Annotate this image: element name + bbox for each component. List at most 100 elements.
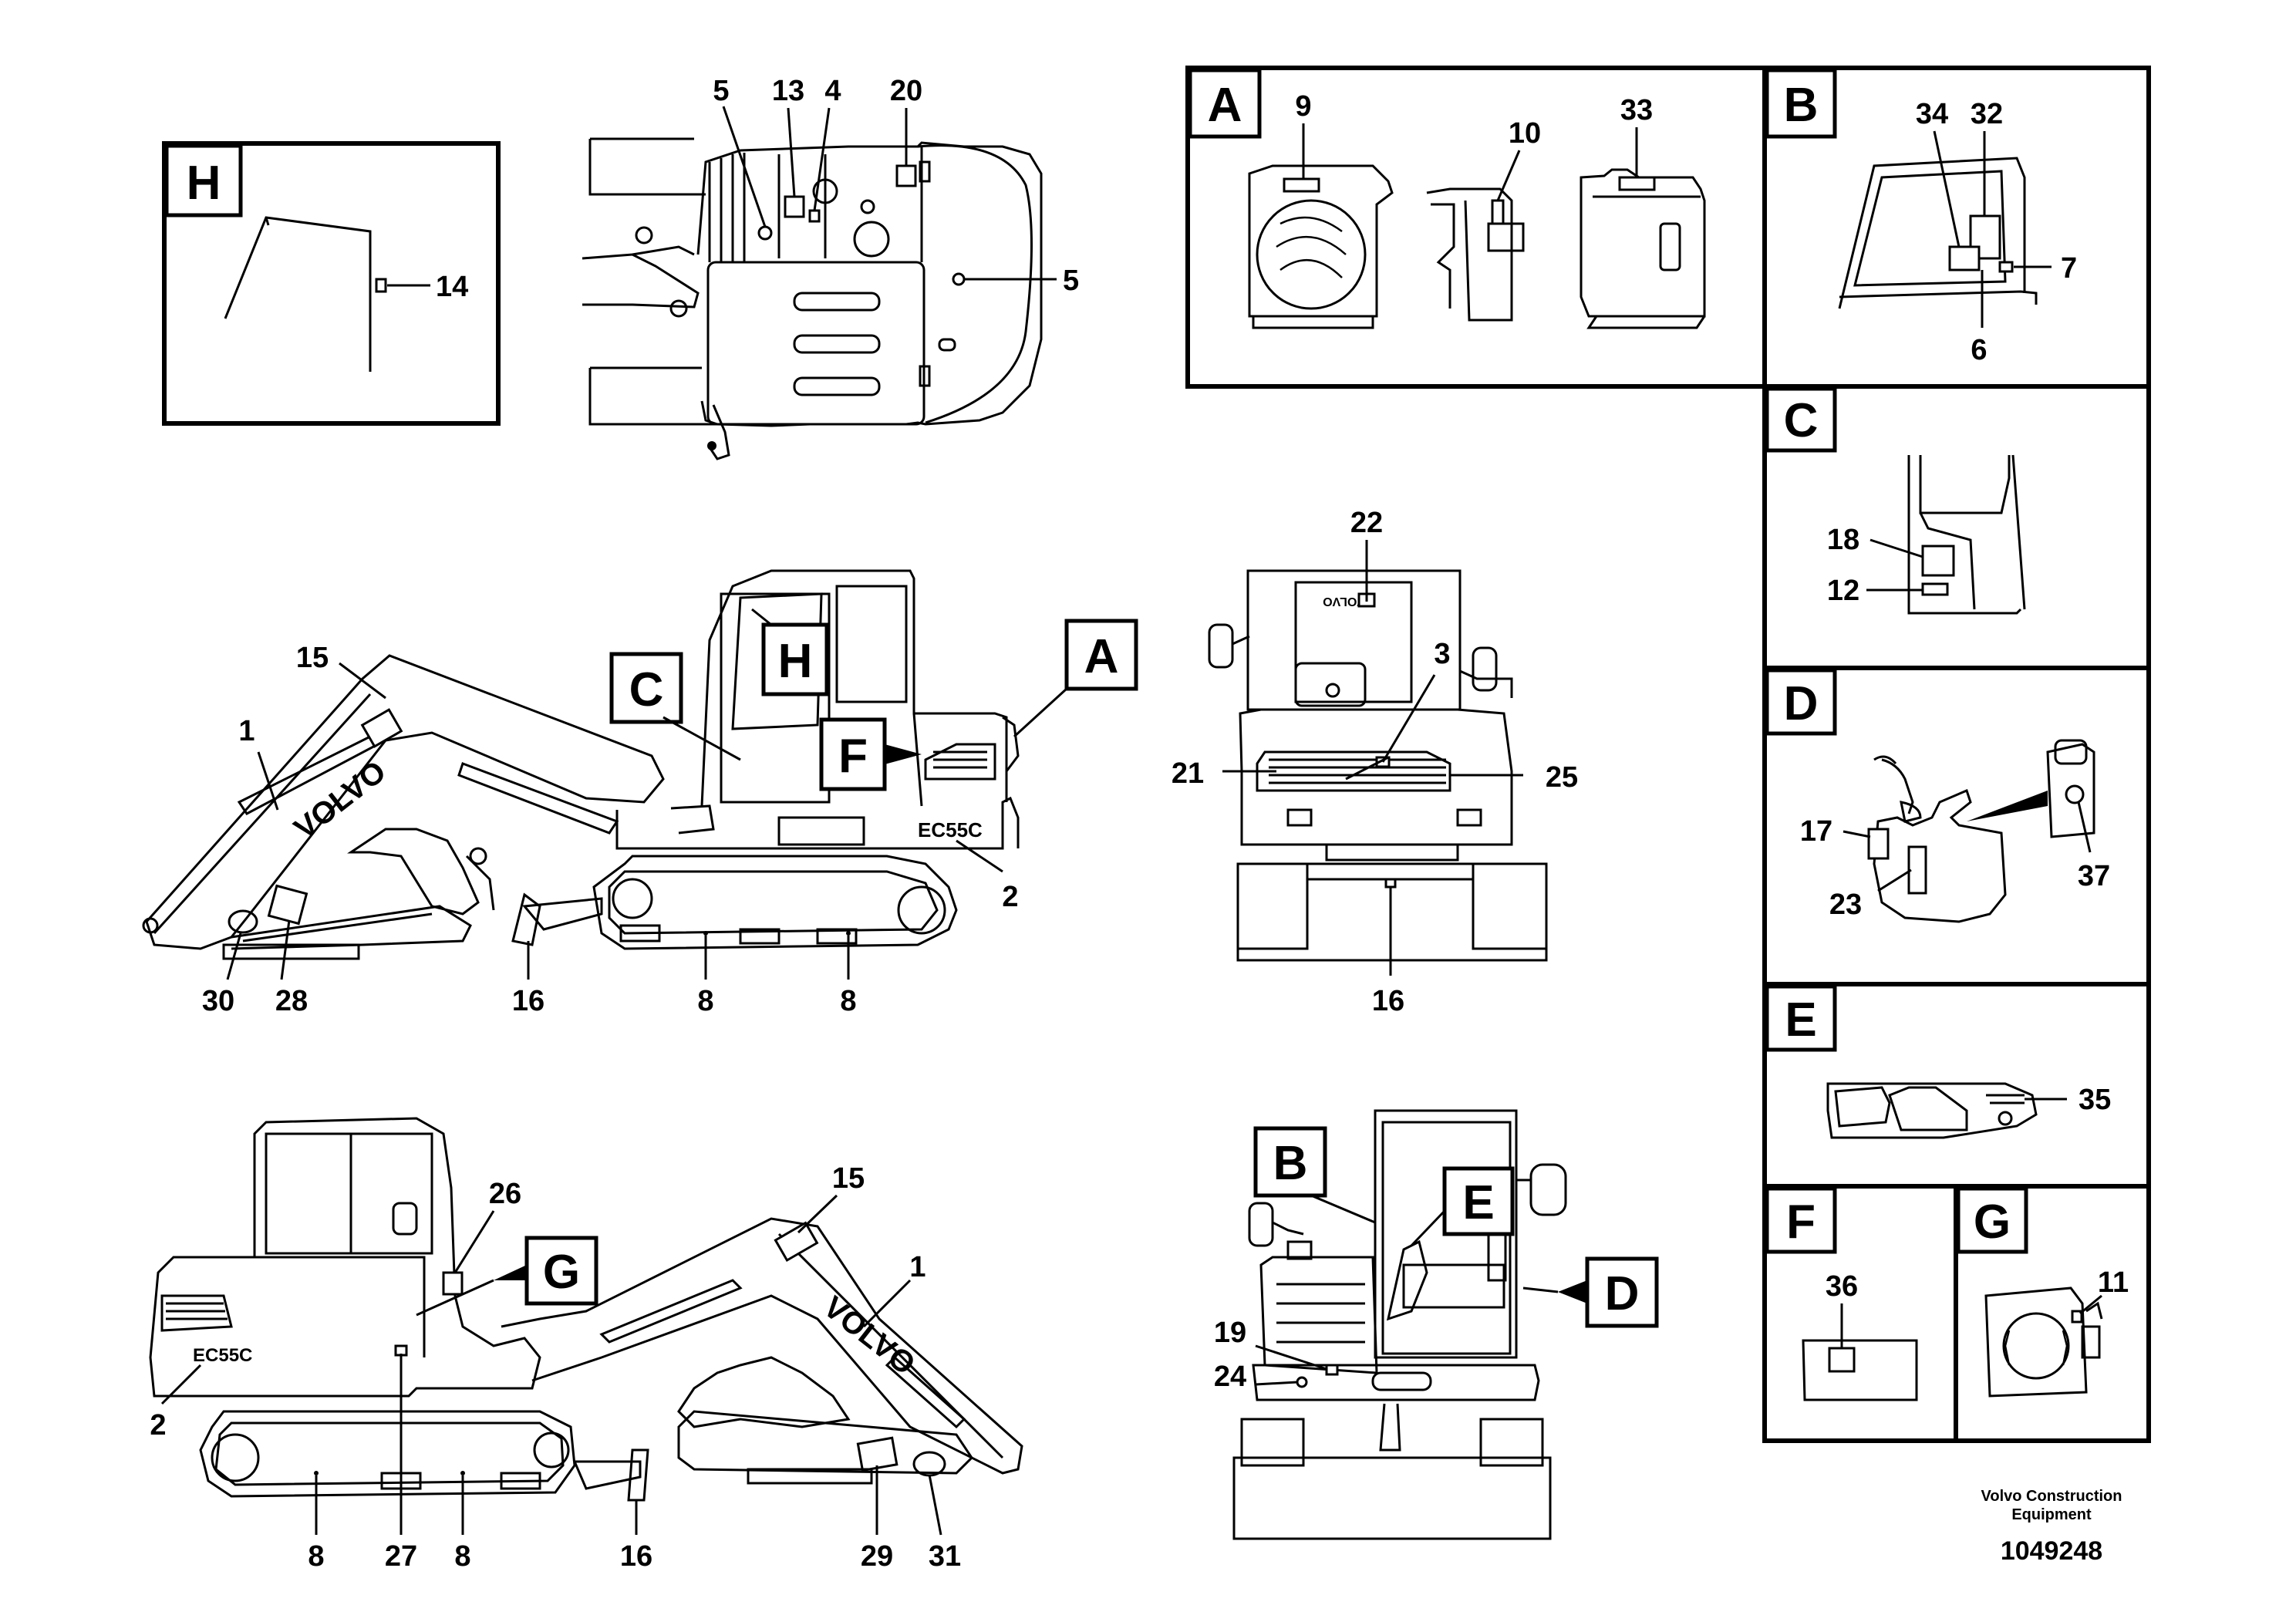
callout-37: 37 [2078,860,2110,892]
console-insert [2046,743,2095,838]
decal-24-marker [1296,1376,1308,1388]
callout-36: 36 [1826,1270,1858,1303]
callout-8-left-a: 8 [697,985,713,1017]
callout-6: 6 [1971,334,1987,366]
arm-cylinder [222,943,360,960]
callout-8-right-b: 8 [454,1540,470,1573]
dozer-blade-rear [1232,1456,1552,1540]
counterweight-curve [917,144,1033,424]
callout-31: 31 [929,1540,961,1573]
callout-1-left: 1 [238,715,255,747]
window-glass-outline [224,216,372,372]
callout-4: 4 [824,75,841,107]
panel-f-label-box [1765,1186,1837,1254]
callout-33: 33 [1620,94,1653,126]
view-letter-g: G [543,1246,580,1299]
panel-h-label-box [164,143,243,218]
callout-7: 7 [2061,252,2077,285]
mirror-rear-left [1248,1202,1274,1247]
panel-a-label-box [1188,68,1262,139]
rear-track-left [1240,1418,1305,1467]
radiator-side [1426,187,1513,322]
document-number: 1049248 [2000,1536,2103,1566]
callout-8-left-b: 8 [840,985,856,1017]
callout-5b: 5 [1063,265,1079,297]
drive-sprocket [897,885,946,935]
cab-door-c [1907,455,2022,615]
track-right [199,1410,576,1498]
cab-front [1246,569,1462,711]
decal-4-marker [808,209,821,223]
view-letter-e-box [1442,1166,1515,1236]
view-letter-b-box [1253,1126,1327,1198]
engine-compartment-g [1984,1286,2088,1398]
panel-d-letter: D [1784,677,1819,730]
model-mark-right: EC55C [193,1345,252,1366]
mirror-left-front [1208,623,1234,669]
callout-23: 23 [1829,889,1862,921]
cab-roof-b [1838,157,2026,309]
callout-20: 20 [890,75,922,107]
panel-e-label-box [1765,984,1837,1052]
callout-3: 3 [1434,638,1450,670]
front-track-left [1236,862,1309,950]
decal-17-marker [1867,828,1890,860]
side-console-e [1826,1082,2038,1139]
front-view: VOLVO 22 3 21 25 16 [1172,507,1578,1017]
panel-e-letter: E [1785,993,1816,1047]
front-body [1239,708,1513,846]
cab-door [720,592,831,804]
panel-d-label-box [1765,668,1837,736]
radiator-housing [1248,164,1394,318]
drive-sprocket-right [211,1433,260,1482]
rear-cab-frame [1374,1109,1518,1359]
callout-8-right-a: 8 [308,1540,324,1573]
decal-15-right-marker [774,1221,819,1263]
right-side-view: EC55C VOLVO 26 15 1 [149,1117,1023,1573]
cab-roof [706,261,925,426]
panel-d: D 17 23 37 [1762,666,2151,986]
fuel-cap [812,178,838,204]
decal-33-marker [1618,176,1656,191]
decal-9-marker [1283,177,1320,193]
decal-29-marker [856,1436,899,1472]
callout-1-right: 1 [909,1251,925,1283]
callout-16-right: 16 [620,1540,652,1573]
dozer-arm-right [572,1460,642,1490]
callout-17: 17 [1800,815,1832,848]
dozer-blade-right [627,1448,649,1502]
decal-28-marker [267,884,308,926]
rear-counterweight [1252,1364,1540,1401]
view-letter-e: E [1462,1176,1494,1229]
callout-11: 11 [2098,1266,2129,1299]
callout-34: 34 [1916,98,1948,130]
decal-11-marker [2071,1310,2083,1324]
panel-h: H 14 [162,141,501,426]
callout-29: 29 [861,1540,893,1573]
bucket-left [347,828,480,916]
decal-26-marker [442,1271,464,1296]
view-letter-f: F [838,730,868,783]
decal-30-marker [228,909,258,934]
decal-36-marker [1828,1347,1856,1373]
callout-24: 24 [1214,1361,1246,1393]
bucket-right [677,1356,851,1428]
callout-25: 25 [1546,761,1578,794]
control-console [1873,788,2007,923]
model-mark-left: EC55C [918,818,983,841]
mirror-right-front [1472,646,1498,692]
callout-15-left: 15 [296,642,329,674]
callout-10: 10 [1509,117,1541,150]
cab-front-window-right [265,1132,433,1255]
top-view: 5 13 4 20 5 [582,75,1079,460]
volvo-cab-text: VOLVO [1323,595,1365,608]
callout-12: 12 [1827,575,1859,607]
left-side-view: VOLVO EC55C 15 1 30 [142,569,1138,1017]
panel-c-label-box [1765,386,1837,453]
radiator-fan [1256,199,1367,310]
front-grille [1256,750,1451,792]
callout-26: 26 [489,1178,521,1210]
callout-2-left: 2 [1002,881,1018,913]
